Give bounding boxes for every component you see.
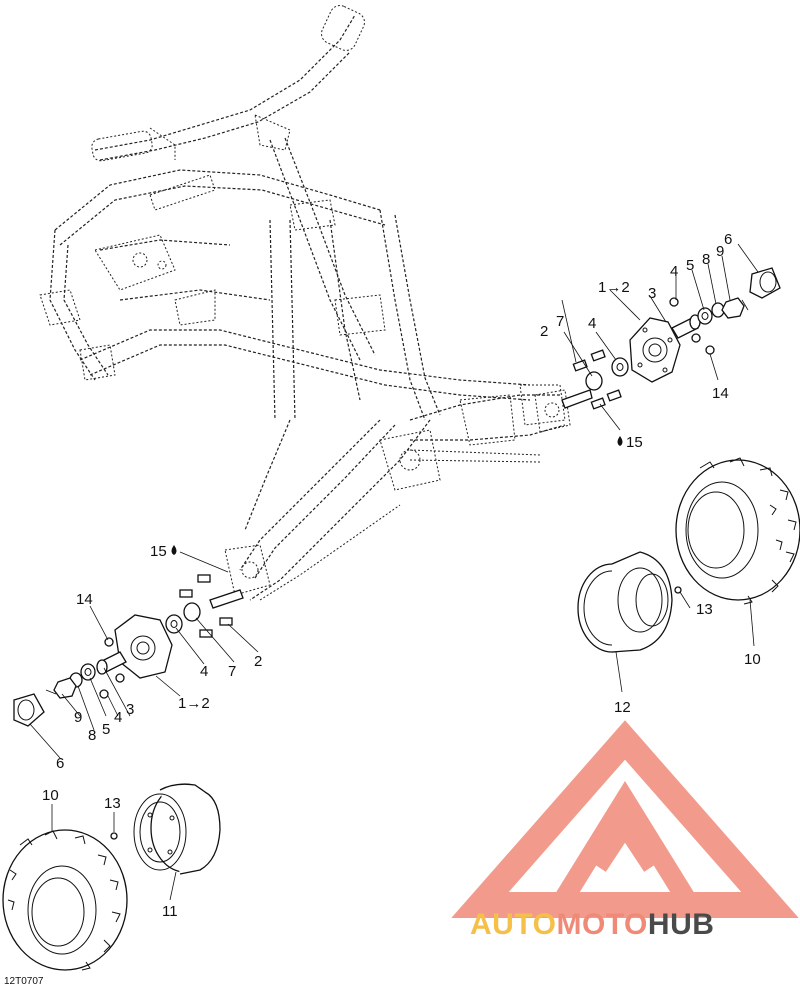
watermark-moto: MOTO [556, 908, 647, 941]
callout-3b: 3 [126, 701, 134, 718]
callout-4: 4 [588, 315, 596, 332]
callout-labels: 2 7 4 1→2 3 4 5 8 9 6 14 15 15 14 4 7 2 … [4, 231, 761, 986]
left-hub-assembly [13, 574, 244, 727]
rim-icon-11 [110, 783, 221, 875]
callout-8: 8 [702, 251, 710, 268]
leader-lines [29, 243, 759, 901]
callout-4c: 4 [200, 663, 208, 680]
callout-14b: 14 [76, 591, 93, 608]
svg-text:AUTOMOTOHUB: AUTOMOTOHUB [470, 908, 714, 941]
callout-15b: 15 [150, 543, 167, 560]
hub-cap-icon [13, 693, 45, 727]
callout-7: 7 [556, 313, 564, 330]
castle-nut-icon [53, 677, 77, 699]
tire-icon-10-left [2, 829, 128, 971]
o-ring-icon [183, 602, 201, 622]
callout-4d: 4 [114, 709, 122, 726]
callout-13: 13 [696, 601, 713, 618]
rim-icon-12 [577, 551, 682, 653]
callout-8b: 8 [88, 727, 96, 744]
wheel-hub-icon [114, 614, 173, 679]
valve-stem-icon [110, 832, 118, 840]
washer-icon [611, 357, 629, 377]
reference-code: 12T0707 [4, 976, 44, 986]
tire-icon-10-right [675, 457, 800, 605]
hub-nut-icon [669, 297, 679, 307]
watermark-auto: AUTO [470, 908, 556, 941]
callout-4b: 4 [670, 263, 678, 280]
watermark-logo [451, 720, 799, 918]
callout-11: 11 [162, 903, 178, 920]
watermark-hub: HUB [648, 908, 715, 941]
atv-frame [39, 5, 571, 601]
castle-nut-icon [721, 297, 745, 319]
callout-9b: 9 [74, 709, 82, 726]
callout-15: 15 [626, 434, 643, 451]
o-ring-icon [585, 371, 603, 391]
callout-3: 3 [648, 285, 656, 302]
callout-1-to-2: 1→2 [598, 279, 630, 296]
callout-13b: 13 [104, 795, 121, 812]
callout-10: 10 [744, 651, 761, 668]
lubricant-drop-icon [171, 545, 177, 555]
callout-7b: 7 [228, 663, 236, 680]
callout-14: 14 [712, 385, 729, 402]
callout-6b: 6 [56, 755, 64, 772]
hub-nut-icon-14 [705, 345, 715, 355]
callout-2b: 2 [254, 653, 262, 670]
wheel-hub-icon [629, 317, 681, 383]
hub-cap-icon [749, 267, 781, 299]
callout-5: 5 [686, 257, 694, 274]
callout-10b: 10 [42, 787, 59, 804]
wheel-stud-icon [572, 349, 622, 410]
callout-1-to-2b: 1→2 [178, 695, 210, 712]
wheel-stud-icon [179, 574, 233, 638]
callout-9: 9 [716, 243, 724, 260]
washer-icon [165, 614, 183, 634]
callout-6: 6 [724, 231, 732, 248]
callout-5b: 5 [102, 721, 110, 738]
callout-12: 12 [614, 699, 631, 716]
right-hub-assembly [561, 267, 781, 410]
callout-2: 2 [540, 323, 548, 340]
hub-nut-icon-14 [104, 637, 114, 647]
lubricant-drop-icon [617, 436, 623, 446]
watermark-text: AUTOMOTOHUB [470, 908, 714, 941]
valve-stem-icon [674, 586, 682, 594]
